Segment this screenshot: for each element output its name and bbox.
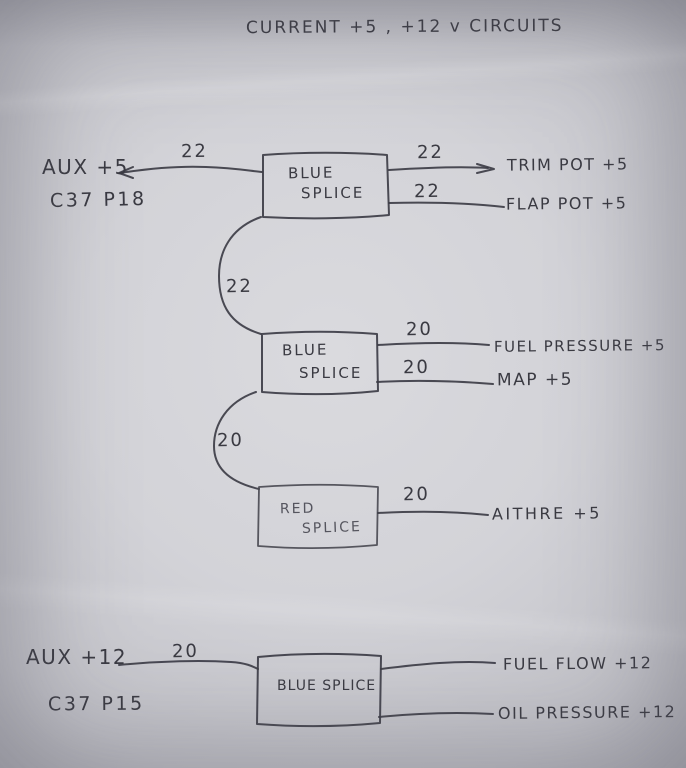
gauge-fuel-pressure: 20 <box>405 318 434 341</box>
source-aux12-label: AUX +12 <box>26 645 128 669</box>
source-aux5-connector: C37 P18 <box>49 187 147 213</box>
wire-oil-pressure <box>378 712 494 718</box>
wire-aux5-input <box>119 165 263 174</box>
gauge-link-splice1-splice2: 22 <box>225 275 254 298</box>
splice1-box <box>262 151 390 220</box>
wire-trim-pot <box>388 166 489 171</box>
wire-flap-pot <box>388 201 505 208</box>
gauge-trim-pot: 22 <box>416 141 445 164</box>
source-aux12-connector: C37 P15 <box>47 692 145 716</box>
wire-link-splice1-splice2 <box>218 216 262 335</box>
output-label-aithre: AITHRE +5 <box>491 503 602 524</box>
diagram-title: CURRENT +5 , +12 v CIRCUITS <box>245 15 564 39</box>
gauge-aux5-input: 22 <box>180 140 209 163</box>
wire-fuel-flow <box>380 660 496 670</box>
gauge-link-splice2-splice3: 20 <box>216 429 245 452</box>
source-aux5-label: AUX +5 <box>42 155 129 179</box>
splice3-label-line1: RED <box>279 500 316 518</box>
gauge-aithre: 20 <box>402 483 431 506</box>
arrowhead-trim-pot <box>476 163 495 174</box>
output-label-flap-pot: FLAP POT +5 <box>505 193 628 214</box>
splice2-box <box>261 330 379 396</box>
output-label-fuel-pressure: FUEL PRESSURE +5 <box>493 336 667 356</box>
splice3-label-line2: SPLICE <box>301 518 363 538</box>
gauge-aux12-input: 20 <box>171 640 200 663</box>
wire-map <box>376 379 494 385</box>
splice4-box <box>256 652 382 728</box>
output-label-fuel-flow: FUEL FLOW +12 <box>502 653 653 674</box>
gauge-flap-pot: 22 <box>413 180 442 203</box>
wire-aux12-input <box>118 660 259 670</box>
output-label-map: MAP +5 <box>496 369 574 391</box>
output-label-trim-pot: TRIM POT +5 <box>506 154 629 175</box>
output-label-oil-pressure: OIL PRESSURE +12 <box>497 702 677 723</box>
splice2-label-line1: BLUE <box>281 340 329 360</box>
arrowhead-aux5 <box>118 166 134 179</box>
splice2-label-line2: SPLICE <box>299 364 363 382</box>
wire-link-splice2-splice3 <box>213 391 260 490</box>
splice1-label-line1: BLUE <box>287 163 335 183</box>
splice3-box <box>257 483 379 550</box>
splice4-label: BLUE SPLICE <box>277 678 377 694</box>
gauge-map: 20 <box>402 356 431 379</box>
wire-aithre <box>377 510 489 516</box>
splice1-label-line2: SPLICE <box>300 183 365 203</box>
wire-fuel-pressure <box>377 342 490 346</box>
